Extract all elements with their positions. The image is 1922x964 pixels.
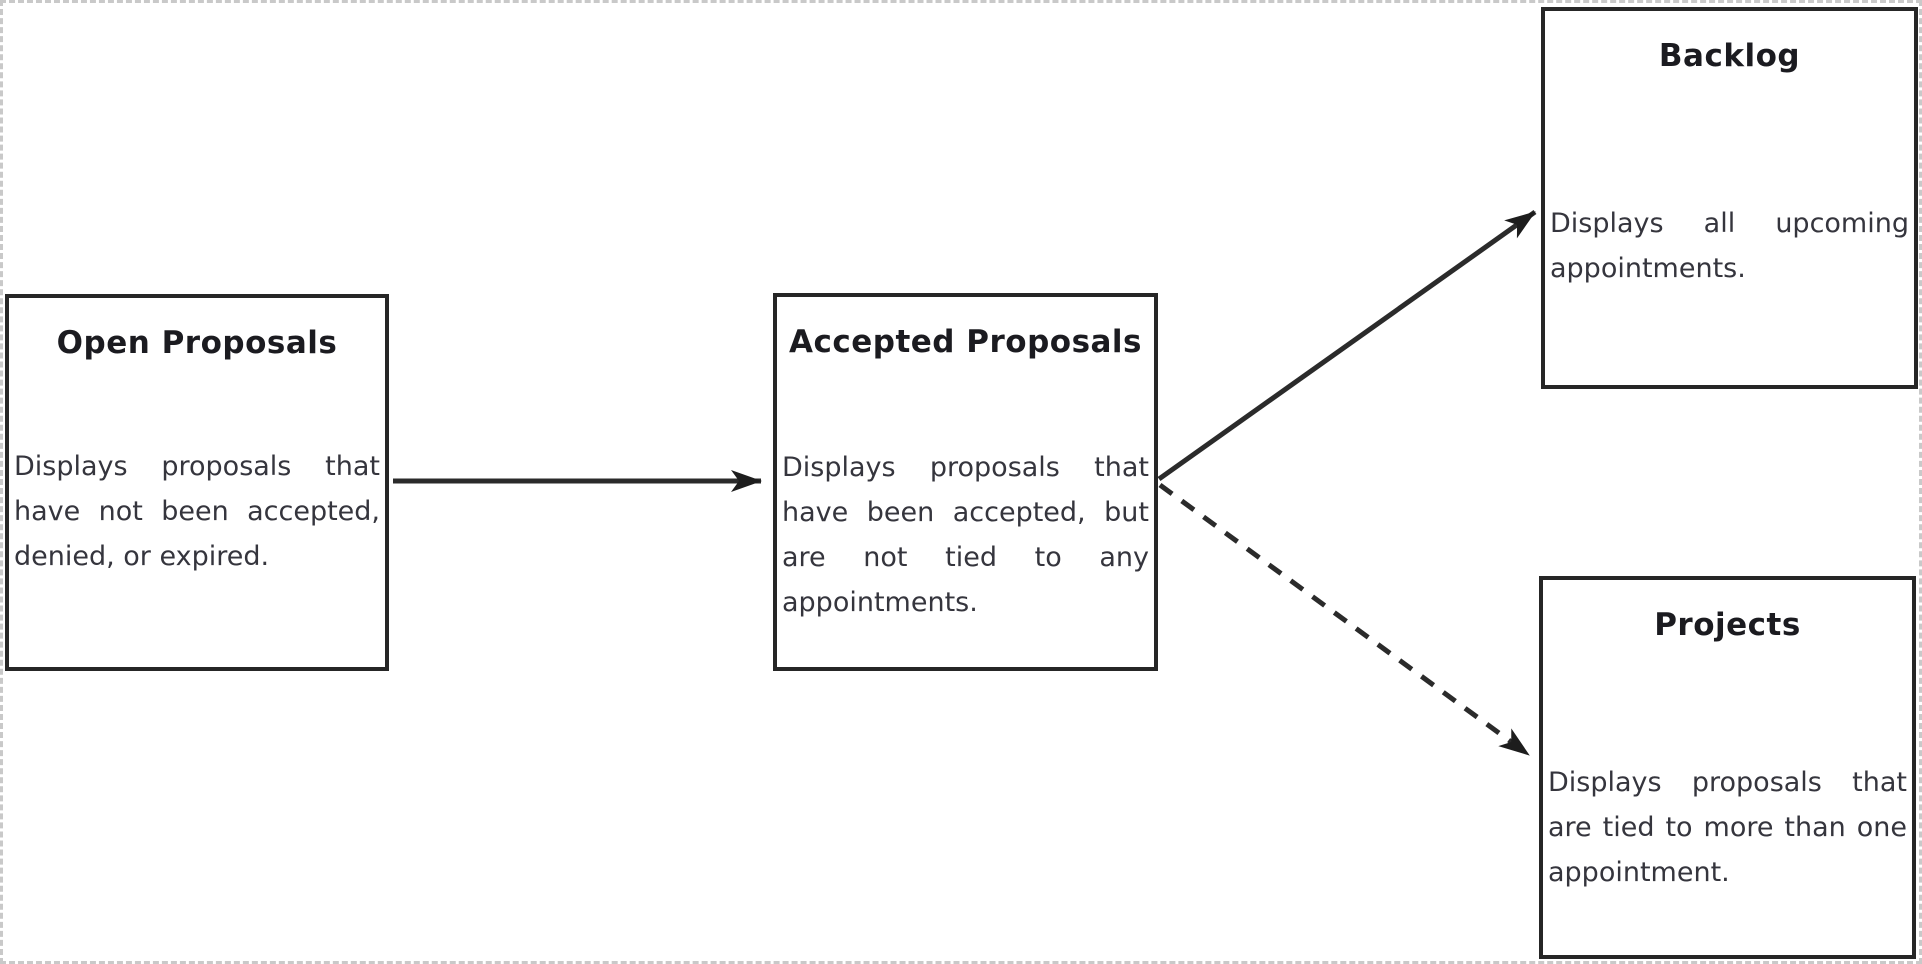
node-backlog: Backlog Displays all upcoming appointmen… (1541, 7, 1918, 389)
node-description-open-proposals: Displays proposals that have not been ac… (14, 451, 380, 572)
node-open-proposals: Open Proposals Displays proposals that h… (5, 294, 389, 671)
node-title-open-proposals: Open Proposals (56, 325, 338, 361)
node-title-accepted-proposals: Accepted Proposals (788, 324, 1143, 360)
connector-accepted-to-backlog (1157, 209, 1537, 482)
node-description-accepted-proposals: Displays proposals that have been accept… (782, 452, 1149, 618)
node-description-projects: Displays proposals that are tied to more… (1548, 767, 1907, 888)
node-accepted-proposals: Accepted Proposals Displays proposals th… (773, 293, 1158, 671)
node-projects: Projects Displays proposals that are tie… (1539, 576, 1916, 959)
node-title-projects: Projects (1654, 607, 1801, 643)
node-title-backlog: Backlog (1658, 38, 1801, 74)
node-description-backlog: Displays all upcoming appointments. (1550, 208, 1909, 284)
connector-accepted-to-projects (1158, 482, 1531, 758)
